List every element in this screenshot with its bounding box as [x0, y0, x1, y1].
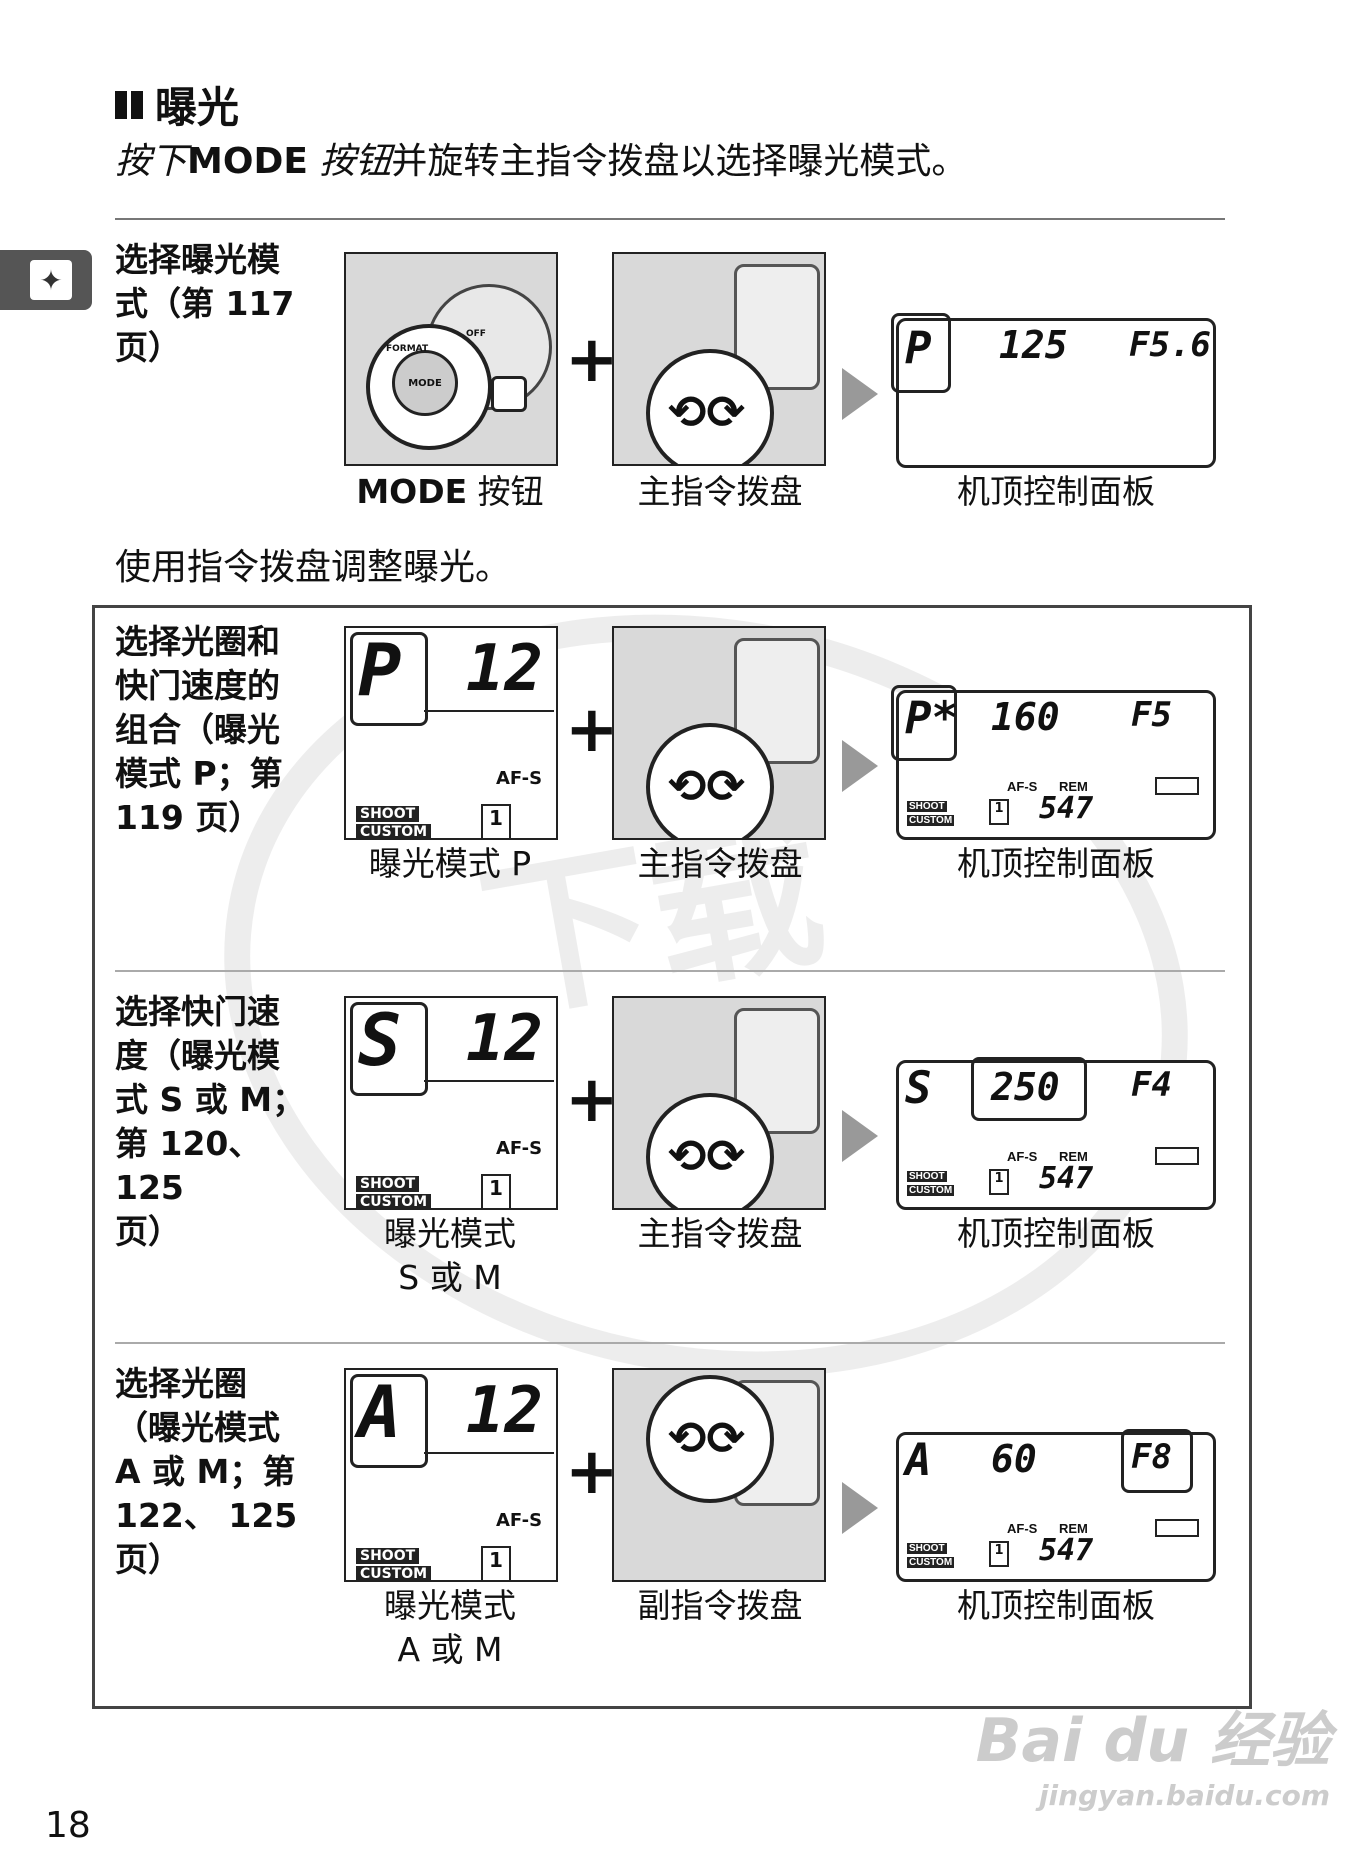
heading-marker-icon [115, 90, 143, 119]
section-heading: 曝光 [115, 74, 239, 135]
camera-icon: ✦ [30, 260, 72, 300]
release-mode-icon: 1 [481, 1174, 511, 1208]
page-number: 18 [45, 1805, 91, 1846]
heading-title: 曝光 [155, 83, 240, 132]
exposure-comp-icon [491, 376, 527, 412]
top-control-panel-lcd: P 125 F5.6 [891, 313, 1216, 468]
exposure-adjust-frame [92, 605, 1252, 1709]
release-mode-icon: 1 [481, 1546, 511, 1580]
command-dial-icon: ⟲⟳ [646, 723, 774, 838]
arrow-right-icon [842, 740, 878, 792]
battery-icon [1155, 1147, 1199, 1165]
mode-letter: S [358, 998, 402, 1082]
caption-mode: 曝光模式 P [368, 844, 532, 883]
caption-main-dial: 主指令拨盘 [637, 472, 803, 511]
release-mode-icon: 1 [481, 804, 511, 838]
middle-text: 使用指令拨盘调整曝光。 [115, 547, 512, 588]
caption-control-panel: 机顶控制面板 [957, 1214, 1155, 1253]
caption-dial: 副指令拨盘 [637, 1586, 803, 1625]
caption-control-panel: 机顶控制面板 [957, 472, 1155, 511]
arrow-right-icon [842, 1110, 878, 1162]
command-dial-panel: ⟲⟳ [612, 626, 826, 840]
caption-mode-button: MODE 按钮 [356, 472, 544, 511]
main-dial-panel: ⟲⟳ [612, 252, 826, 466]
battery-icon [1155, 1519, 1199, 1537]
arrow-right-icon [842, 1482, 878, 1534]
arrow-right-icon [842, 368, 878, 420]
mode-button-icon: MODE [392, 350, 458, 416]
caption-dial: 主指令拨盘 [637, 1214, 803, 1253]
plus-icon: + [565, 1435, 619, 1509]
command-dial-panel: ⟲⟳ [612, 996, 826, 1210]
chapter-tab: ✦ [0, 250, 92, 310]
mode-button-panel: MODE FORMAT OFF [344, 252, 558, 466]
lcd-highlight [891, 313, 951, 393]
frames-count: 12 [466, 1374, 544, 1448]
mode-letter: P [358, 628, 402, 712]
intro-text: 按下MODE 按钮并旋转主指令拨盘以选择曝光模式。 [115, 141, 968, 182]
command-dial-panel: ⟲⟳ [612, 1368, 826, 1582]
command-dial-icon: ⟲⟳ [646, 1093, 774, 1208]
plus-icon: + [565, 323, 619, 397]
plus-icon: + [565, 1063, 619, 1137]
divider [115, 970, 1225, 972]
caption-control-panel: 机顶控制面板 [957, 844, 1155, 883]
battery-icon [1155, 777, 1199, 795]
command-dial-icon: ⟲⟳ [646, 1375, 774, 1503]
frames-count: 12 [466, 632, 544, 706]
baidu-watermark: Bai du 经验 jingyan.baidu.com [975, 1706, 1330, 1812]
caption-dial: 主指令拨盘 [637, 844, 803, 883]
divider [115, 218, 1225, 220]
frames-count: 12 [466, 1002, 544, 1076]
section1-label: 选择曝光模 式（第 117 页） [115, 240, 295, 367]
caption-control-panel: 机顶控制面板 [957, 1586, 1155, 1625]
divider [115, 1342, 1225, 1344]
main-dial-icon: ⟲⟳ [646, 349, 774, 464]
plus-icon: + [565, 693, 619, 767]
mode-letter: A [358, 1370, 402, 1454]
